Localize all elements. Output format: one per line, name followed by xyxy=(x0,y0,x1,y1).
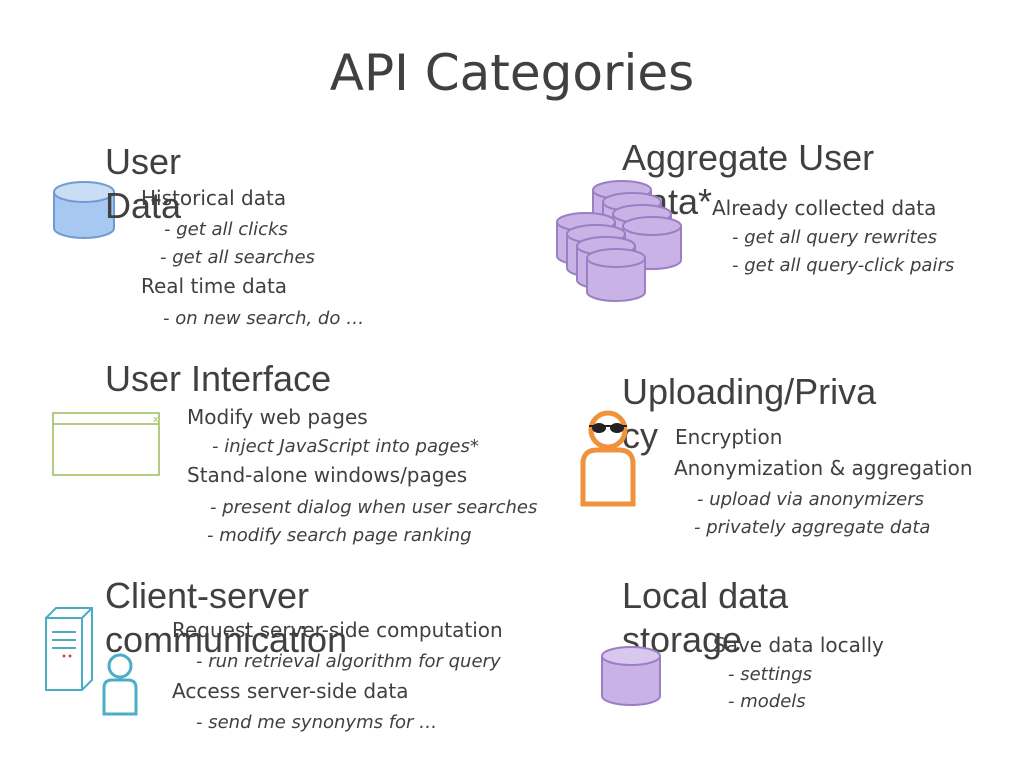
list-item: - upload via anonymizers xyxy=(697,489,924,510)
list-item: - get all searches xyxy=(160,247,315,268)
list-item: - get all query rewrites xyxy=(732,227,938,248)
server-icon xyxy=(45,607,93,691)
list-item: - modify search page ranking xyxy=(207,525,472,546)
list-item: Modify web pages xyxy=(187,405,368,429)
database-stack-icon xyxy=(556,180,682,302)
user-icon xyxy=(102,653,138,716)
list-item: Stand-alone windows/pages xyxy=(187,463,468,487)
list-item: Save data locally xyxy=(713,633,884,657)
list-item: Already collected data xyxy=(712,196,937,220)
list-item: - settings xyxy=(728,664,812,685)
close-icon: x xyxy=(153,415,159,425)
list-item: - get all clicks xyxy=(164,219,288,240)
section-heading-privacy: Uploading/Privacy xyxy=(622,371,877,456)
list-item: Encryption xyxy=(675,425,783,449)
list-item: Real time data xyxy=(141,274,288,298)
list-item: - inject JavaScript into pages* xyxy=(212,436,479,457)
list-item: - privately aggregate data xyxy=(694,517,931,538)
database-icon xyxy=(53,181,115,239)
list-item: - run retrieval algorithm for query xyxy=(196,651,501,672)
section-heading-client-server: Client-server communication xyxy=(105,575,348,660)
user-sunglasses-icon xyxy=(580,410,636,507)
section-heading-user-data: User Data xyxy=(105,141,182,226)
list-item: Access server-side data xyxy=(172,679,409,703)
list-item: - send me synonyms for … xyxy=(196,712,438,733)
list-item: Request server-side computation xyxy=(172,618,503,642)
list-item: Historical data xyxy=(141,186,287,210)
list-item: - present dialog when user searches xyxy=(210,497,538,518)
list-item: - models xyxy=(728,691,806,712)
database-icon xyxy=(601,646,661,706)
list-item: Anonymization & aggregation xyxy=(674,456,973,480)
section-heading-user-interface: User Interface xyxy=(105,358,332,399)
window-icon: x xyxy=(52,412,160,476)
page-title: API Categories xyxy=(329,44,695,102)
list-item: - on new search, do … xyxy=(163,308,365,329)
list-item: - get all query-click pairs xyxy=(732,255,955,276)
